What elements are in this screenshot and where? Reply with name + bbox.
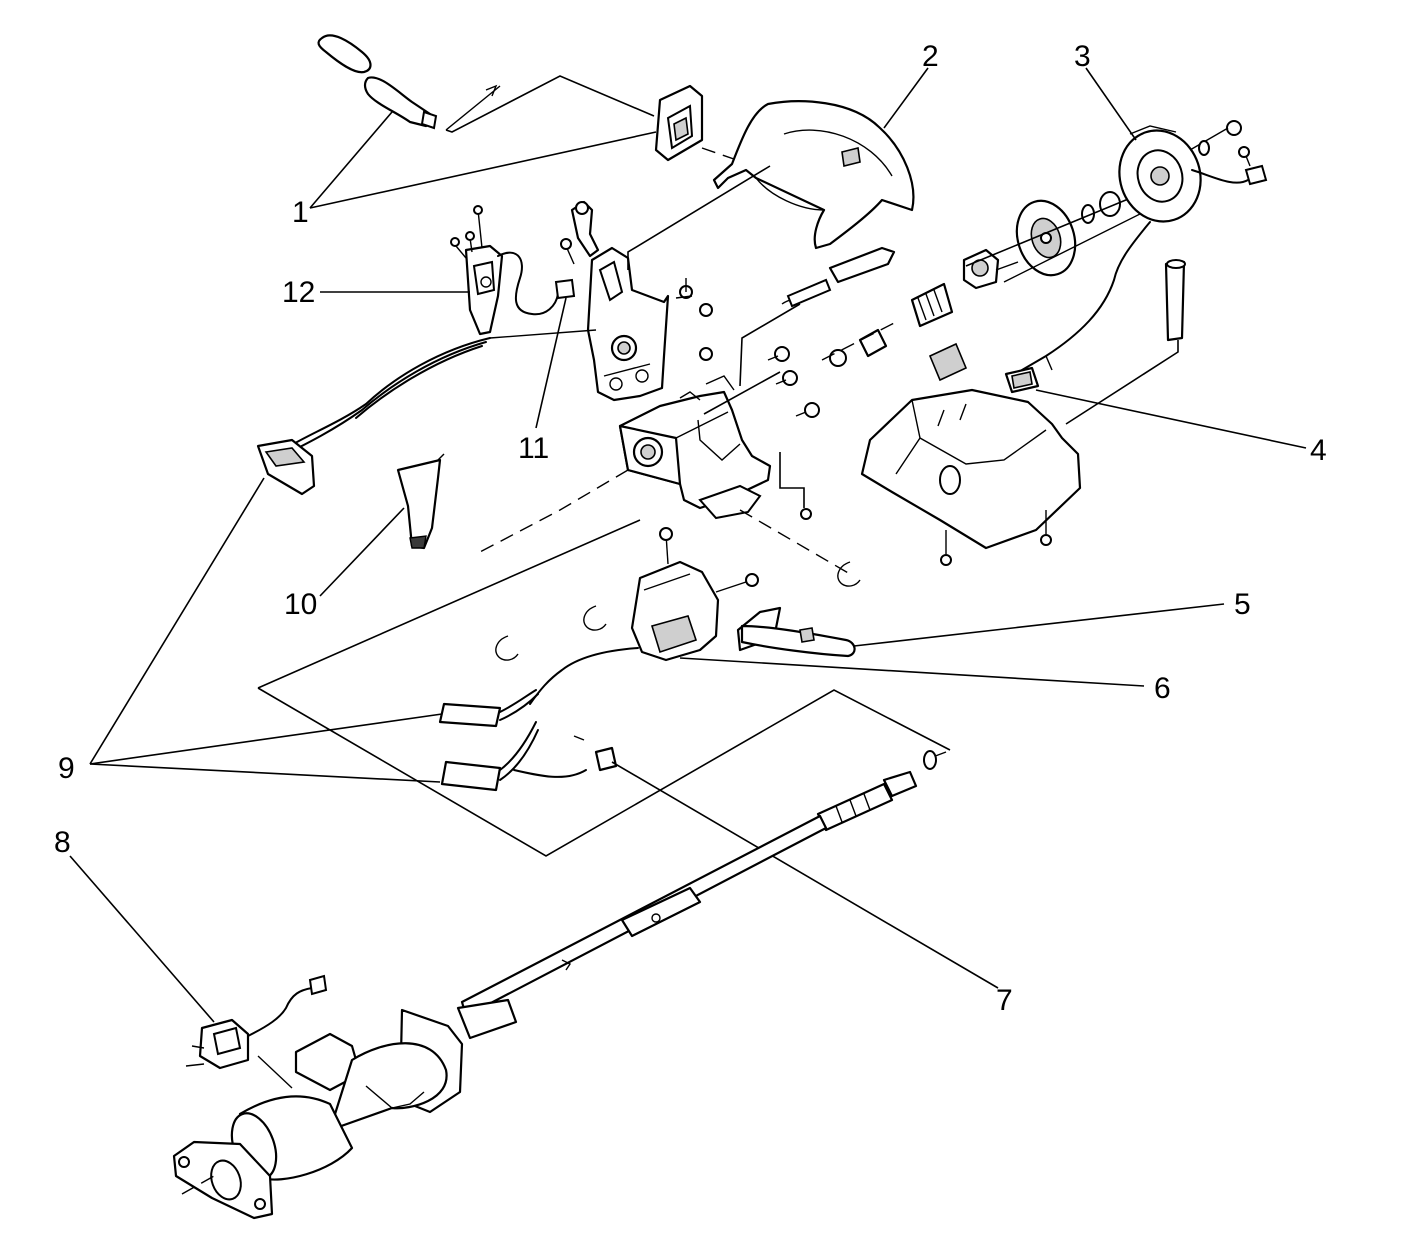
switch-part-12 <box>450 205 576 336</box>
bracket-1 <box>445 75 655 133</box>
callout-11: 11 <box>518 432 549 465</box>
leader-2 <box>883 67 929 129</box>
switch-trim-bezel <box>654 84 704 162</box>
callout-8: 8 <box>54 826 71 859</box>
leader-7 <box>611 761 999 989</box>
leader-1b <box>309 131 657 209</box>
callout-1: 1 <box>292 196 309 229</box>
clip-part-4 <box>1065 259 1186 425</box>
connector-part-7 <box>573 735 618 772</box>
connector-part-4 <box>1004 366 1040 394</box>
upper-shaft-components <box>781 246 1019 367</box>
ignition-switch-part-8 <box>185 974 328 1089</box>
callout-9: 9 <box>58 752 75 785</box>
connector-part-9-lower-b <box>440 721 587 792</box>
leader-1a <box>309 111 393 209</box>
axis-line-1 <box>739 303 801 387</box>
callout-2: 2 <box>922 40 939 73</box>
bracket-part-10 <box>396 453 445 550</box>
upper-shroud-part-2 <box>712 100 915 250</box>
turn-signal-wire <box>529 647 639 705</box>
multifunction-lever-part-1 <box>317 34 501 131</box>
connector-part-9-upper <box>256 438 316 496</box>
coil-assembly-part-3 <box>1118 120 1268 223</box>
axis-line-2 <box>703 371 781 415</box>
screws-center <box>767 346 820 418</box>
wiper-lever-part-5 <box>736 606 856 658</box>
callout-4: 4 <box>1310 434 1327 467</box>
callout-10: 10 <box>284 588 317 621</box>
harness-wires <box>289 337 491 447</box>
leader-8 <box>69 855 215 1023</box>
bracket-outline-9 <box>257 519 951 857</box>
leader-3 <box>1085 67 1137 141</box>
column-jacket <box>172 1008 464 1220</box>
callout-7: 7 <box>996 984 1013 1017</box>
callout-5: 5 <box>1234 588 1251 621</box>
callout-12: 12 <box>282 276 315 309</box>
connector-part-9-lower-a <box>438 689 539 728</box>
leader-11 <box>535 297 567 429</box>
lock-housing-assembly <box>560 200 713 402</box>
coil-wire <box>1021 221 1151 371</box>
steering-shaft <box>456 770 918 1040</box>
axis-line-4 <box>739 509 851 575</box>
axis-line-3 <box>479 469 629 553</box>
wheel-hub <box>1015 191 1121 277</box>
leader-4 <box>1035 389 1307 449</box>
axis-line-5 <box>779 452 805 508</box>
turn-signal-switch-part-6 <box>630 527 759 662</box>
callout-6: 6 <box>1154 672 1171 705</box>
lock-cylinder-housing <box>618 375 772 520</box>
lower-shroud <box>860 342 1082 566</box>
bracket-lock <box>627 165 771 270</box>
leader-9b <box>89 713 443 765</box>
leader-6 <box>679 657 1145 687</box>
leader-5 <box>853 603 1225 647</box>
leader-10 <box>319 507 405 597</box>
retaining-rings <box>495 561 861 661</box>
leader-9a <box>89 477 265 765</box>
leader-9c <box>89 763 441 783</box>
callout-3: 3 <box>1074 40 1091 73</box>
